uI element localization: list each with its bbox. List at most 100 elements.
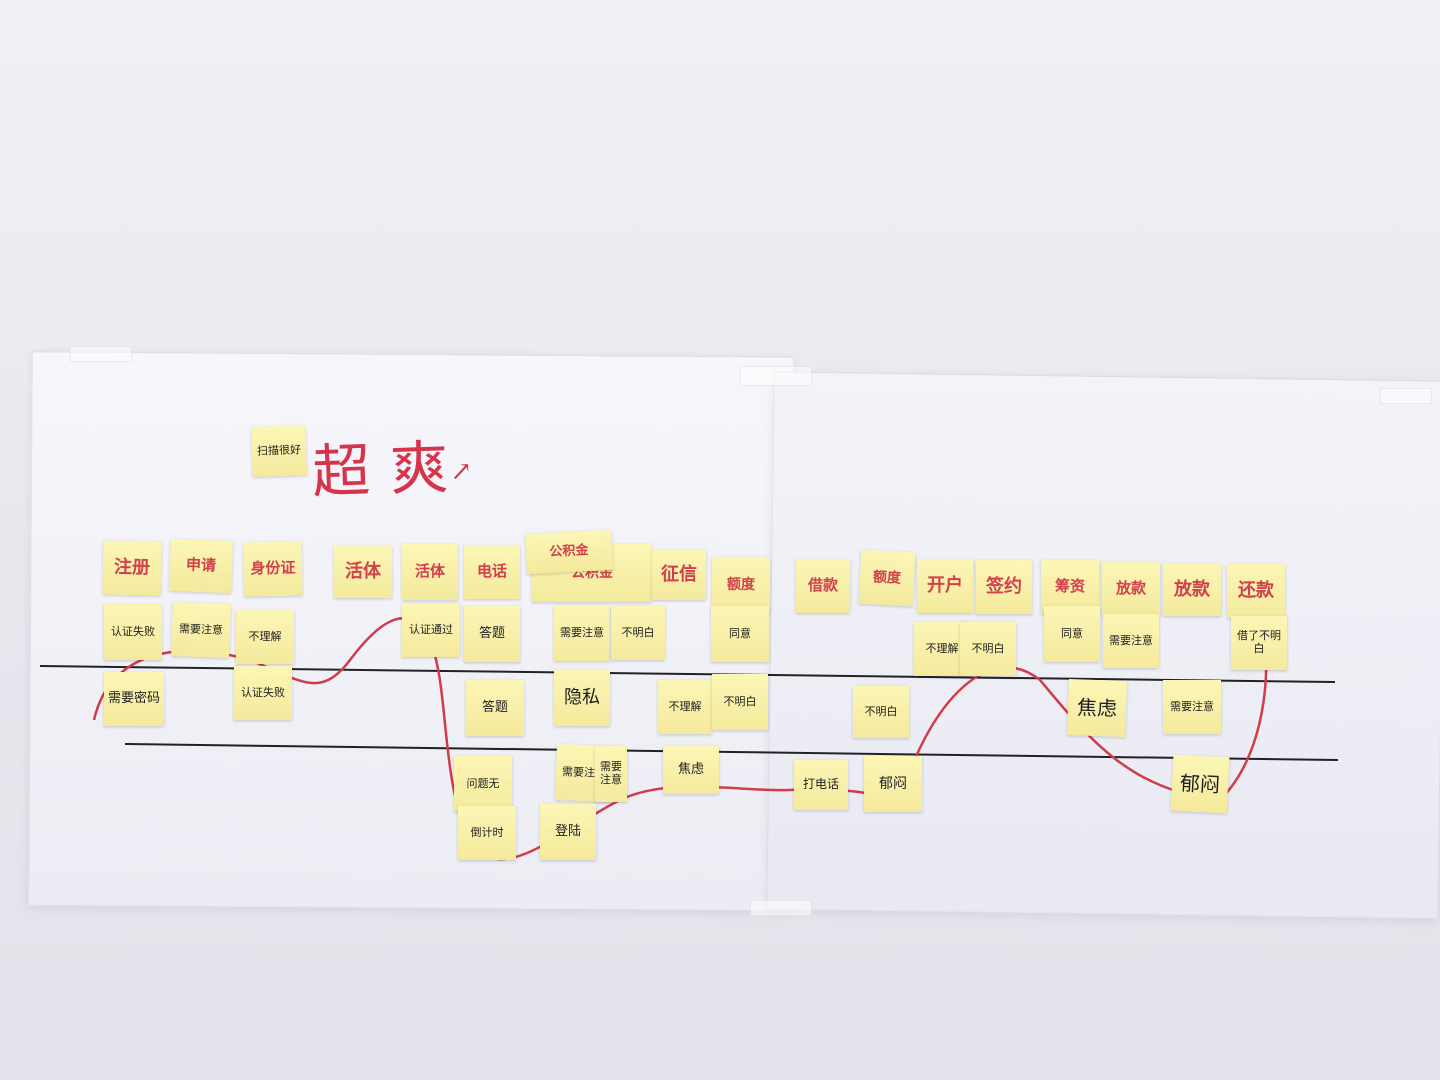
header-note: 额度	[858, 549, 916, 607]
header-note: 额度	[712, 557, 770, 613]
header-note-text: 开户	[927, 574, 963, 596]
header-note: 放款	[1163, 564, 1221, 616]
note-text: 登陆	[554, 823, 581, 839]
tape-strip	[740, 366, 812, 386]
header-note-text: 筹资	[1054, 577, 1085, 596]
title-sticky-note: 扫描很好	[251, 425, 307, 477]
positive-note: 认证通过	[402, 603, 460, 657]
neutral-note: 需要密码	[104, 672, 164, 726]
note-text: 需要注意	[600, 760, 622, 786]
header-note-text: 电话	[476, 562, 507, 581]
note-text: 需要注意	[1170, 699, 1214, 713]
note-text: 不理解	[925, 641, 959, 655]
negative-note: 郁闷	[1170, 754, 1230, 814]
negative-note: 不理解	[236, 610, 294, 664]
neutral-note: 问题无	[454, 756, 512, 812]
note-text: 倒计时	[470, 825, 504, 839]
arrow-icon: ↗	[449, 455, 493, 488]
board-title: 超爽↗	[311, 419, 494, 509]
note-text: 认证失败	[111, 624, 155, 638]
header-note-text: 注册	[113, 556, 151, 578]
note-text: 郁闷	[1179, 770, 1221, 797]
title-sticky-text: 扫描很好	[256, 442, 302, 458]
positive-note: 同意	[711, 606, 769, 662]
tape-strip	[750, 900, 812, 916]
header-note-text: 公积金	[549, 542, 589, 560]
header-note: 注册	[102, 540, 162, 596]
header-note: 借款	[796, 559, 850, 613]
note-text: 不理解	[668, 699, 702, 713]
header-note: 征信	[652, 550, 706, 600]
header-note-text: 放款	[1115, 579, 1146, 598]
header-note: 申请	[169, 538, 233, 594]
note-text: 借了不明白	[1237, 629, 1281, 655]
note-text: 需要密码	[108, 690, 161, 706]
header-note: 电话	[464, 545, 520, 599]
header-note-text: 征信	[661, 563, 697, 585]
board-title-text: 超爽	[311, 432, 470, 507]
header-note: 筹资	[1041, 560, 1099, 614]
header-note-text: 还款	[1238, 579, 1274, 601]
neutral-note: 需要注意	[554, 605, 610, 661]
note-text: 认证通过	[409, 622, 453, 636]
header-note-text: 身份证	[250, 558, 296, 578]
negative-note: 认证失败	[234, 666, 292, 720]
header-note: 活体	[334, 546, 392, 598]
note-text: 打电话	[802, 777, 839, 792]
note-text: 问题无	[466, 776, 500, 790]
positive-note: 同意	[1044, 606, 1100, 662]
note-text: 不明白	[621, 625, 655, 639]
note-text: 同意	[729, 626, 751, 640]
neutral-note: 需要注意	[1163, 680, 1221, 734]
negative-note: 不明白	[611, 606, 665, 660]
note-text: 需要注意	[1109, 633, 1153, 647]
neutral-note: 需要注意	[1103, 614, 1159, 668]
header-note-text: 活体	[414, 562, 445, 581]
negative-note: 焦虑	[1067, 679, 1127, 737]
header-note: 身份证	[243, 541, 303, 597]
header-note: 公积金	[525, 529, 613, 575]
note-text: 焦虑	[677, 761, 704, 777]
header-note: 放款	[1102, 562, 1160, 616]
neutral-note: 需要注意	[171, 602, 231, 658]
note-text: 同意	[1061, 626, 1083, 640]
header-note: 签约	[976, 560, 1032, 614]
note-text: 不理解	[248, 629, 282, 643]
header-note: 活体	[402, 544, 458, 600]
tape-strip	[1380, 388, 1432, 404]
note-text: 不明白	[864, 704, 898, 718]
positive-note: 认证失败	[104, 604, 162, 660]
header-note-text: 额度	[872, 569, 902, 587]
negative-note: 不明白	[960, 622, 1016, 676]
header-note-text: 活体	[345, 560, 381, 582]
note-text: 答题	[481, 699, 508, 715]
positive-note: 答题	[464, 606, 520, 662]
note-text: 焦虑	[1076, 694, 1118, 721]
header-note-text: 借款	[807, 576, 838, 595]
header-note-text: 申请	[185, 555, 217, 575]
note-text: 不明白	[723, 694, 757, 708]
negative-note: 焦虑	[663, 746, 719, 794]
negative-note: 打电话	[794, 760, 848, 810]
negative-note: 倒计时	[458, 806, 516, 860]
header-note: 开户	[917, 559, 973, 613]
negative-note: 不明白	[853, 686, 909, 738]
note-text: 郁闷	[879, 775, 907, 792]
header-note-text: 签约	[986, 575, 1022, 597]
note-text: 隐私	[564, 686, 600, 708]
note-text: 需要注意	[560, 625, 604, 639]
header-note-text: 额度	[727, 576, 755, 593]
note-text: 需要注意	[178, 621, 224, 637]
positive-note: 答题	[466, 680, 524, 736]
note-text: 答题	[478, 625, 505, 641]
neutral-note: 隐私	[554, 670, 610, 726]
header-note: 还款	[1227, 564, 1285, 618]
neutral-note: 需要注意	[595, 746, 627, 802]
negative-note: 不理解	[658, 680, 712, 734]
negative-note: 不明白	[712, 674, 768, 730]
negative-note: 登陆	[540, 804, 596, 860]
negative-note: 借了不明白	[1231, 616, 1287, 670]
note-text: 认证失败	[241, 685, 285, 699]
tape-strip	[70, 346, 132, 362]
